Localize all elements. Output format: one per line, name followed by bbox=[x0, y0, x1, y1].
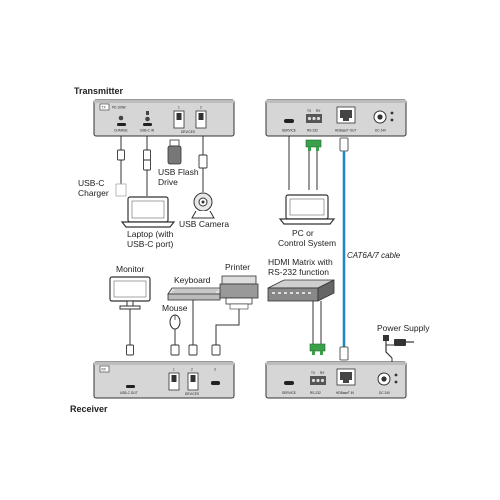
transmitter-rear-panel: SERVICE TX RX RS-232 HDBaseT OUT DC 24V bbox=[265, 99, 407, 137]
rx-service-label: SERVICE bbox=[282, 391, 296, 395]
laptop-icon bbox=[120, 196, 176, 228]
charge-port-led bbox=[118, 115, 124, 121]
tx-badge bbox=[99, 103, 110, 111]
usb-camera-icon bbox=[191, 154, 215, 219]
rx-usb-c-out-label: USB-C OUT bbox=[120, 391, 138, 395]
usb-c-plug-icon bbox=[117, 149, 151, 171]
rx-device-2-num: 2 bbox=[191, 368, 193, 372]
cable-label: CAT6A/7 cable bbox=[347, 251, 401, 260]
printer-wire bbox=[215, 309, 240, 345]
usb-flash-drive-icon bbox=[167, 139, 182, 165]
tx-rs232-label: RS-232 bbox=[307, 129, 318, 133]
rx-rs232-rx-label: RX bbox=[320, 371, 325, 375]
matrix-rs232-wire bbox=[312, 301, 322, 344]
mouse-label: Mouse bbox=[162, 303, 188, 313]
tx-service-label: SERVICE bbox=[282, 129, 296, 133]
usb-camera-label: USB Camera bbox=[179, 219, 229, 229]
receiver-title: Receiver bbox=[70, 404, 108, 414]
mouse-icon bbox=[169, 314, 181, 330]
pc-rs232-wire bbox=[308, 151, 318, 190]
tx-pd-label: PD 100W bbox=[112, 106, 126, 110]
tx-front-wires bbox=[120, 136, 204, 196]
monitor-usb-c-plug-icon bbox=[126, 344, 134, 356]
rx-rs232-terminal-icon bbox=[309, 343, 326, 355]
laptop-label-line2: USB-C port) bbox=[127, 239, 173, 249]
usb-c-in-icon bbox=[146, 111, 149, 115]
rx-usb-c-port-3 bbox=[211, 381, 220, 385]
transmitter-front-panel: TX PD 100W CHARGE USB-C IN 1 2 DEVICES bbox=[93, 99, 235, 137]
hdmi-matrix-label-line2: RS-232 function bbox=[268, 267, 329, 277]
monitor-icon bbox=[109, 276, 151, 310]
tx-devices-label: DEVICES bbox=[181, 130, 195, 134]
rx-device-1-num: 1 bbox=[173, 368, 175, 372]
usb-c-charger-label-line2: Charger bbox=[78, 188, 109, 198]
cat6a-cable bbox=[339, 137, 349, 361]
rx-rs232-label: RS-232 bbox=[310, 391, 321, 395]
laptop-label-line1: Laptop (with bbox=[127, 229, 174, 239]
usb-flash-drive-label-line1: USB Flash bbox=[158, 167, 199, 177]
hdmi-matrix-icon bbox=[267, 279, 335, 302]
monitor-label: Monitor bbox=[116, 264, 145, 274]
rx-dc-label: DC 24V bbox=[379, 391, 391, 395]
keyboard-icon bbox=[167, 287, 225, 301]
rx-device-3-num: 3 bbox=[214, 368, 216, 372]
rx-badge-text: RX bbox=[102, 368, 107, 372]
tx-rs232-terminal-icon bbox=[305, 139, 322, 151]
tx-badge-text: TX bbox=[102, 106, 107, 110]
rx-devices-label: DEVICES bbox=[185, 392, 199, 396]
usb-c-in-port bbox=[143, 123, 152, 126]
power-supply-label: Power Supply bbox=[377, 323, 430, 333]
rx-hdbaset-label: HDBaseT IN bbox=[336, 391, 355, 395]
power-supply-icon bbox=[383, 335, 414, 359]
rx-usb-a-plug-icon bbox=[170, 344, 221, 356]
rx-badge bbox=[99, 365, 110, 373]
tx-device-2-num: 2 bbox=[200, 106, 202, 110]
tx-dc-label: DC 24V bbox=[375, 129, 387, 133]
usb-c-in-label: USB-C IN bbox=[140, 129, 155, 133]
usb-c-charger-label-line1: USB-C bbox=[78, 178, 104, 188]
rx-service-port bbox=[284, 381, 294, 385]
receiver-rear-panel: SERVICE TX RX RS-232 HDBaseT IN DC 24V bbox=[265, 361, 407, 399]
tx-service-port bbox=[284, 119, 294, 123]
rx-rs232-tx-label: TX bbox=[311, 371, 316, 375]
tx-hdbaset-label: HDBaseT OUT bbox=[335, 129, 356, 133]
pc-label-line2: Control System bbox=[278, 238, 336, 248]
rx-usb-c-out-port bbox=[126, 385, 135, 388]
transmitter-title: Transmitter bbox=[74, 86, 124, 96]
tx-rs232-rx-label: RX bbox=[316, 109, 321, 113]
tx-rs232-tx-label: TX bbox=[307, 109, 312, 113]
charge-port bbox=[117, 123, 126, 126]
printer-label: Printer bbox=[225, 262, 250, 272]
keyboard-label: Keyboard bbox=[174, 275, 211, 285]
usb-c-charger-icon bbox=[115, 160, 127, 197]
pc-label-line1: PC or bbox=[292, 228, 314, 238]
pc-icon bbox=[278, 194, 336, 225]
usb-flash-drive-label-line2: Drive bbox=[158, 177, 178, 187]
tx-device-1-num: 1 bbox=[178, 106, 180, 110]
charge-label: CHARGE bbox=[114, 129, 128, 133]
receiver-front-panel: RX USB-C OUT 1 2 3 DEVICES bbox=[93, 361, 235, 399]
hdmi-matrix-label-line1: HDMI Matrix with bbox=[268, 257, 333, 267]
printer-icon bbox=[219, 275, 259, 310]
